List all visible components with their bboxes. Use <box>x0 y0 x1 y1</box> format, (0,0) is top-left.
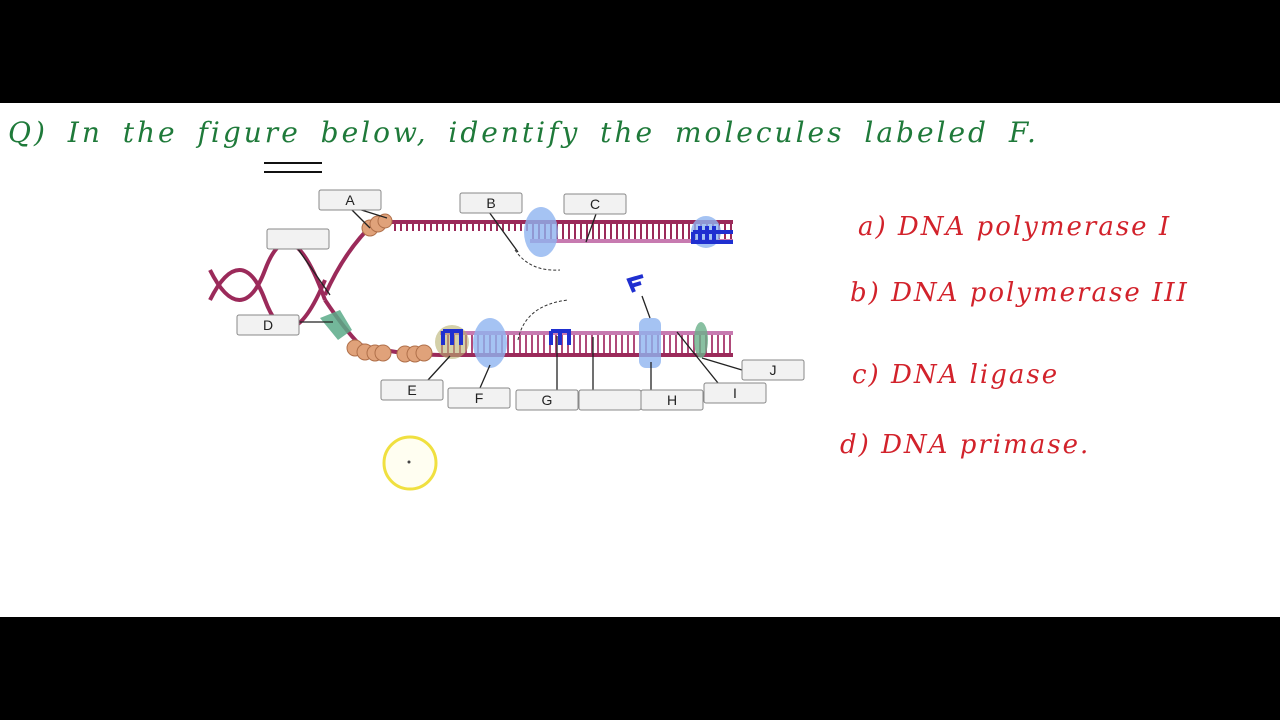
figure-underline <box>264 162 322 173</box>
label-text: I <box>733 385 737 401</box>
label-box: B <box>459 192 523 214</box>
helix-strand-2 <box>208 268 327 330</box>
helix-strand-1 <box>208 241 327 302</box>
label-box: A <box>318 189 382 211</box>
option-c: c) DNA ligase <box>852 360 1059 390</box>
excised-primer <box>626 274 644 293</box>
label-box: G <box>515 389 579 411</box>
option-c-letter: c) <box>852 360 881 390</box>
polymerase-H <box>639 318 661 368</box>
label-box <box>578 389 642 411</box>
option-b-text: DNA polymerase III <box>891 278 1189 308</box>
label-text: E <box>407 382 416 398</box>
option-b-letter: b) <box>850 278 881 308</box>
label-box: F <box>447 387 511 409</box>
primer-G <box>549 329 571 345</box>
label-box: H <box>640 389 704 411</box>
incoming-nucleotide-top <box>514 249 561 271</box>
label-box: J <box>741 359 805 381</box>
ligase-J <box>694 322 708 358</box>
label-text: D <box>263 317 273 333</box>
option-c-text: DNA ligase <box>890 360 1060 390</box>
polymerase-leading <box>524 207 558 257</box>
cursor-dot <box>407 460 411 464</box>
primer-E <box>441 329 463 345</box>
label-text: C <box>590 196 600 212</box>
helicase <box>320 310 352 340</box>
label-box <box>266 228 330 250</box>
label-box: D <box>236 314 300 336</box>
incoming-nucleotide-bottom <box>517 299 569 341</box>
question-text: Q) In the figure below, identify the mol… <box>8 116 1039 149</box>
label-box: E <box>380 379 444 401</box>
polymerase-F <box>473 318 507 368</box>
label-box: C <box>563 193 627 215</box>
label-text: B <box>486 195 495 211</box>
option-a: a) DNA polymerase I <box>858 212 1171 242</box>
label-box: I <box>703 382 767 404</box>
label-text: H <box>667 392 677 408</box>
option-a-letter: a) <box>858 212 888 242</box>
option-a-text: DNA polymerase I <box>897 212 1172 242</box>
option-d-letter: d) <box>840 430 871 460</box>
option-d-text: DNA primase. <box>881 430 1091 460</box>
option-b: b) DNA polymerase III <box>850 278 1189 308</box>
label-text: F <box>475 390 484 406</box>
label-text: G <box>542 392 553 408</box>
label-text: A <box>345 192 355 208</box>
label-text: J <box>770 362 777 378</box>
primer-top <box>691 226 733 244</box>
label-boxes: A B C D E F G H I J <box>236 189 805 411</box>
leader-lines <box>297 207 743 390</box>
option-d: d) DNA primase. <box>840 430 1090 460</box>
